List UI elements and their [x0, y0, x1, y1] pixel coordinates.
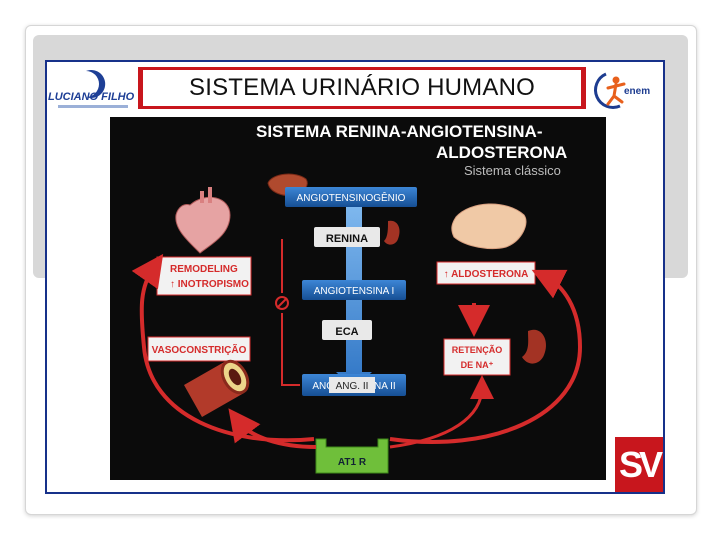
- inhibit-icon: [275, 296, 289, 310]
- enem-figure-icon: [594, 72, 626, 109]
- diagram-title-line2: ALDOSTERONA: [436, 143, 567, 162]
- diagram-title-line1: SISTEMA RENINA-ANGIOTENSINA-: [256, 122, 543, 141]
- raas-diagram: SISTEMA RENINA-ANGIOTENSINA- ALDOSTERONA…: [110, 117, 606, 480]
- eca-label: ECA: [335, 326, 358, 338]
- angiotensinogen-label: ANGIOTENSINOGÊNIO: [297, 191, 406, 204]
- at1-receptor-label: AT1 R: [338, 457, 367, 468]
- retention-box: [443, 338, 511, 376]
- sv-logo: SV: [615, 437, 663, 492]
- retention-label: RETENÇÃO: [452, 345, 503, 355]
- inhibition-feedback-line: [281, 239, 300, 386]
- renin-label: RENINA: [326, 233, 368, 245]
- heart-icon: [175, 187, 231, 254]
- adrenal-gland-icon: [451, 203, 527, 250]
- diagram-subtitle: Sistema clássico: [464, 163, 561, 178]
- angiotensin-1-label: ANGIOTENSINA I: [314, 286, 395, 297]
- raas-diagram-svg: SISTEMA RENINA-ANGIOTENSINA- ALDOSTERONA…: [131, 122, 583, 474]
- right-logo-text: enem: [624, 86, 651, 97]
- aldosterone-label: ↑ ALDOSTERONA: [444, 269, 529, 280]
- angiotensinogen-box: [285, 187, 417, 207]
- red-curve-right: [389, 269, 583, 444]
- left-logo-underline: [58, 105, 128, 108]
- vasoconstriction-box: [147, 336, 251, 362]
- kidney-icon: [384, 220, 400, 245]
- eca-box: [322, 320, 372, 340]
- title-box: SISTEMA URINÁRIO HUMANO: [143, 70, 581, 106]
- vasoconstriction-label: VASOCONSTRIÇÃO: [152, 343, 247, 356]
- slide-title: SISTEMA URINÁRIO HUMANO: [189, 74, 535, 101]
- red-curve-right-inner: [389, 375, 494, 449]
- enem-logo: enem: [590, 66, 660, 114]
- at1-receptor-icon: [315, 438, 389, 474]
- remodeling-label: REMODELING: [170, 264, 238, 275]
- left-logo-text: LUCIANO FILHO: [48, 91, 135, 103]
- kidney-icon-2: [522, 329, 547, 364]
- renin-box: [314, 227, 380, 247]
- red-curve-left-inner: [228, 408, 317, 449]
- blood-vessel-icon: [184, 359, 250, 417]
- ang-2-overlay-label: ANG. II: [336, 381, 369, 392]
- logo-moon-icon: [86, 70, 106, 98]
- ang-2-overlay-box: [329, 377, 375, 393]
- sodium-label: DE NA⁺: [461, 360, 494, 370]
- luciano-filho-logo: LUCIANO FILHO: [48, 67, 138, 115]
- inotropism-label: ↑ INOTROPISMO: [170, 279, 249, 290]
- angiotensin-1-box: [302, 280, 406, 300]
